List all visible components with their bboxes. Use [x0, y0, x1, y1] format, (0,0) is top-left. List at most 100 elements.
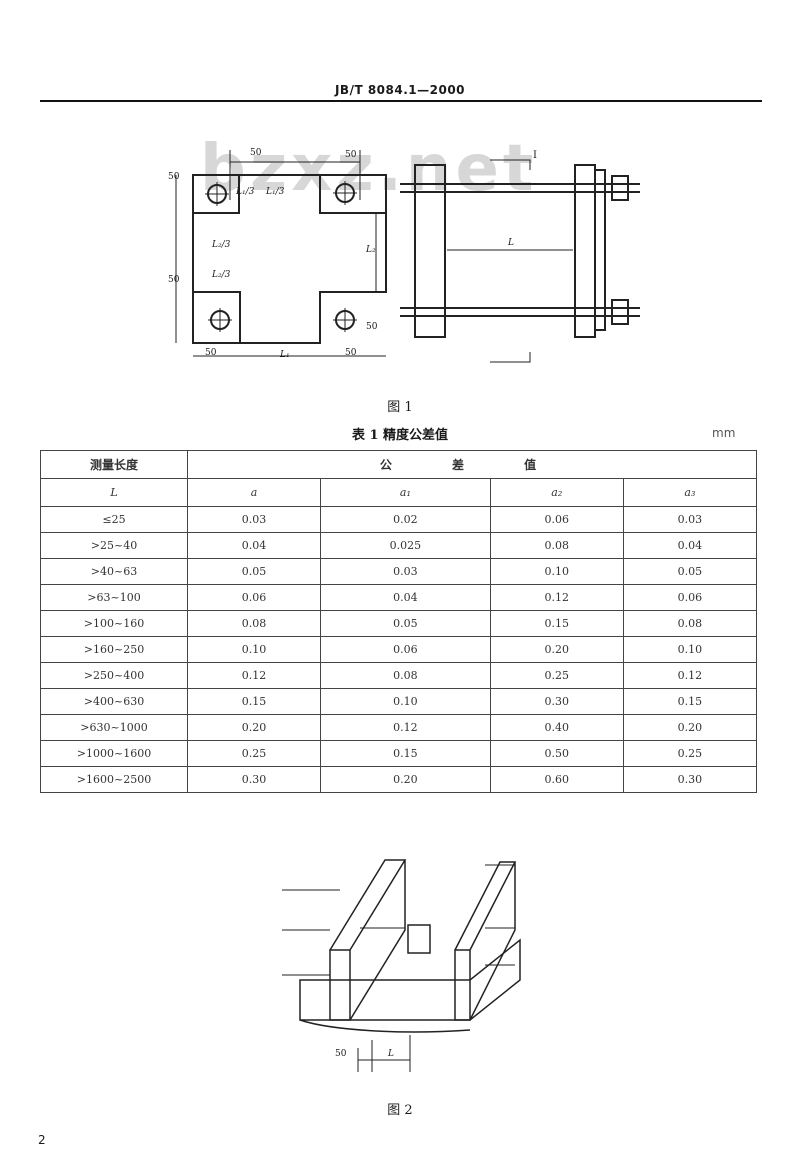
table-cell: 0.06: [186, 584, 322, 611]
dim-label: 50: [168, 275, 180, 285]
figure-1-caption: 图 1: [387, 400, 413, 415]
subheader-cell: a₂: [489, 478, 624, 507]
table-cell: >250~400: [40, 662, 188, 689]
table-cell: 0.025: [320, 532, 491, 559]
subheader-cell: L: [40, 478, 188, 507]
header-measure-length: 测量长度: [40, 450, 188, 479]
table-cell: 0.10: [320, 688, 491, 715]
table-cell: 0.04: [622, 532, 758, 559]
dim-label: L₂: [366, 245, 376, 255]
table-cell: 0.60: [489, 766, 624, 793]
table-cell: 0.06: [320, 636, 491, 663]
table-cell: 0.10: [622, 636, 758, 663]
header-rule: [40, 100, 762, 102]
table-cell: 0.20: [186, 714, 322, 741]
table-cell: >400~630: [40, 688, 188, 715]
table-cell: 0.03: [186, 506, 322, 533]
table-cell: 0.08: [320, 662, 491, 689]
table-cell: 0.25: [489, 662, 624, 689]
table-cell: 0.03: [320, 558, 491, 585]
table-cell: 0.10: [186, 636, 322, 663]
table-cell: >1000~1600: [40, 740, 188, 767]
dim-label: L₁: [280, 350, 290, 360]
dim-label: L: [388, 1049, 394, 1059]
table-cell: 0.12: [186, 662, 322, 689]
table-cell: 0.08: [622, 610, 758, 637]
dim-label: 50: [345, 348, 357, 358]
right-wall: [454, 861, 517, 1021]
corner-cutout: [192, 174, 240, 214]
table-cell: 0.08: [186, 610, 322, 637]
dim-label: L₁/3: [236, 187, 255, 197]
table-cell: 0.25: [186, 740, 322, 767]
left-wall: [329, 859, 407, 1021]
table-cell: 0.20: [489, 636, 624, 663]
page-number: 2: [38, 1133, 46, 1147]
header-tolerance: 公 差 值: [187, 450, 757, 479]
table-cell: 0.08: [489, 532, 624, 559]
standard-header: JB/T 8084.1—2000: [334, 83, 466, 97]
section-label: I: [533, 150, 537, 161]
dim-label: L₂/3: [212, 270, 231, 280]
table-cell: 0.12: [320, 714, 491, 741]
dim-label: L₁/3: [266, 187, 285, 197]
table-unit: mm: [712, 426, 736, 440]
table-cell: >25~40: [40, 532, 188, 559]
dim-label: 50: [205, 348, 217, 358]
figure-1-drawing: [175, 150, 640, 363]
dim-label: L₂/3: [212, 240, 231, 250]
table-subheader-row: L a a₁ a₂ a₃: [40, 478, 758, 507]
subheader-cell: a₃: [622, 478, 758, 507]
dim-label: 50: [335, 1049, 347, 1059]
plate-outline: [192, 174, 387, 344]
table-cell: 0.30: [622, 766, 758, 793]
dim-label: 50: [345, 150, 357, 160]
table-title: 表 1 精度公差值: [351, 428, 449, 443]
table-cell: 0.06: [489, 506, 624, 533]
table-cell: 0.20: [622, 714, 758, 741]
table-cell: >1600~2500: [40, 766, 188, 793]
dim-label: 50: [250, 148, 262, 158]
table-cell: 0.50: [489, 740, 624, 767]
table-cell: 0.05: [320, 610, 491, 637]
table-cell: ≤25: [40, 506, 188, 533]
nut-icon: [611, 175, 629, 201]
table-cell: >630~1000: [40, 714, 188, 741]
table-cell: 0.05: [186, 558, 322, 585]
figure-2-caption: 图 2: [387, 1103, 413, 1118]
table-cell: >100~160: [40, 610, 188, 637]
subheader-cell: a: [186, 478, 322, 507]
table-cell: 0.30: [186, 766, 322, 793]
table-cell: 0.04: [186, 532, 322, 559]
table-cell: 0.06: [622, 584, 758, 611]
table-cell: 0.02: [320, 506, 491, 533]
table-cell: 0.30: [489, 688, 624, 715]
table-cell: 0.15: [320, 740, 491, 767]
table-cell: 0.15: [186, 688, 322, 715]
table-cell: >160~250: [40, 636, 188, 663]
table-cell: 0.05: [622, 558, 758, 585]
table-cell: 0.15: [489, 610, 624, 637]
corner-cutout: [319, 174, 387, 214]
gauge-block: [407, 924, 431, 954]
nut-icon: [611, 299, 629, 325]
base-block: [299, 938, 521, 1021]
table-cell: 0.04: [320, 584, 491, 611]
table-cell: 0.03: [622, 506, 758, 533]
dim-label: L: [508, 238, 514, 248]
table-cell: >40~63: [40, 558, 188, 585]
dim-label: 50: [366, 322, 378, 332]
table-cell: >63~100: [40, 584, 188, 611]
table-cell: 0.12: [489, 584, 624, 611]
